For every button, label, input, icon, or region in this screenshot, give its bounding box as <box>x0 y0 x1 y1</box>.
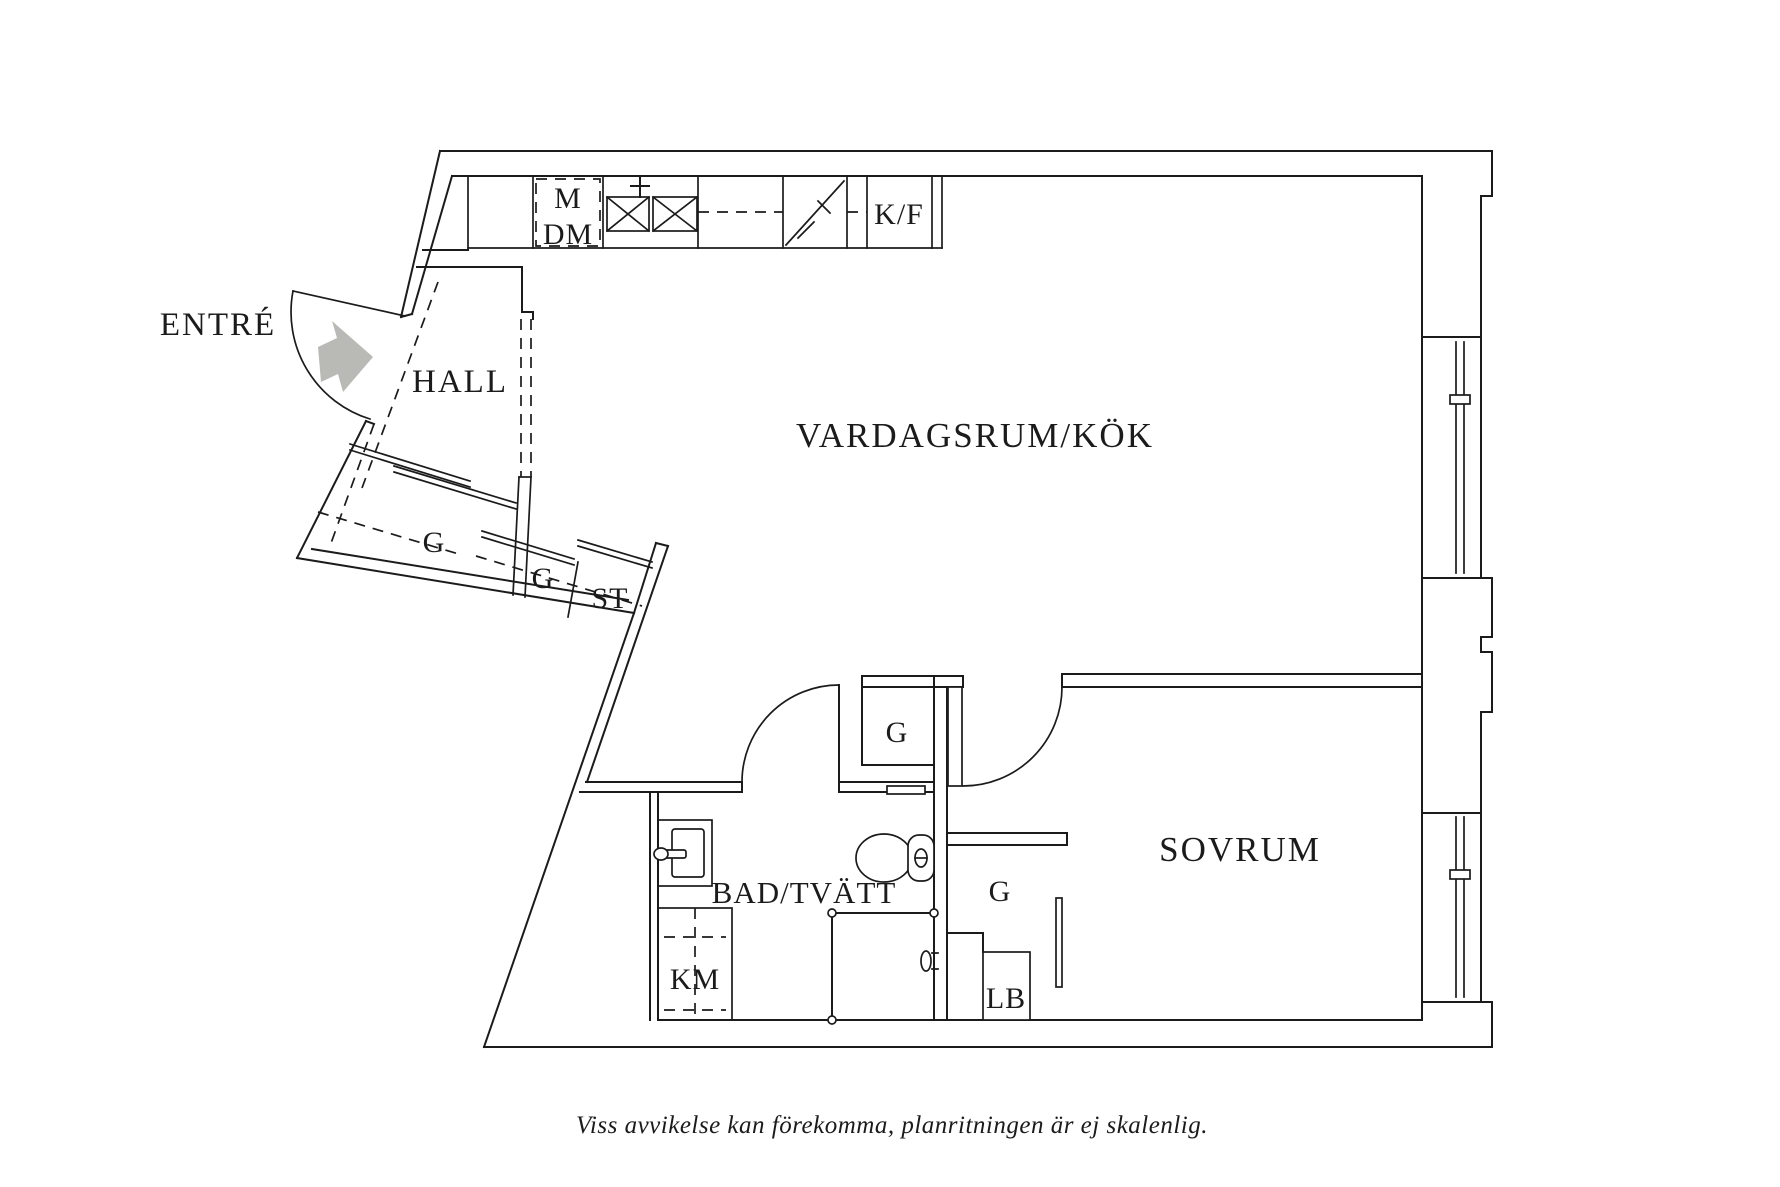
window-lower-icon <box>1449 816 1471 998</box>
label-entrance: ENTRÉ <box>160 306 276 343</box>
label-wardrobe-hall-2: G <box>532 562 555 595</box>
linen-cabinet-box <box>982 951 1031 1021</box>
bathroom-door <box>741 684 840 783</box>
sink-icon <box>653 819 713 887</box>
label-bath-laundry: BAD/TVÄTT <box>712 875 897 910</box>
toilet-icon <box>855 833 935 883</box>
label-cleaning-closet: ST <box>591 582 628 615</box>
wardrobe-rail <box>886 785 926 795</box>
label-wardrobe-bedroom: G <box>989 875 1012 908</box>
washing-machine-icon <box>657 907 733 1021</box>
label-bedroom: SOVRUM <box>1159 830 1321 869</box>
bedroom-wardrobe-rail <box>1055 897 1063 988</box>
label-wardrobe-hall: G <box>423 526 446 559</box>
entrance-door <box>290 289 407 421</box>
labels: ENTRÉ HALL VARDAGSRUM/KÖK SOVRUM BAD/TVÄ… <box>160 182 1321 1015</box>
label-washing-machine: KM <box>670 963 720 996</box>
hall-closets <box>317 281 654 607</box>
bedroom-door <box>947 686 1063 787</box>
shower-icon <box>827 908 939 1025</box>
label-linen-cabinet: LB <box>986 982 1026 1015</box>
kitchen-cabinets <box>467 175 943 249</box>
kitchen-sink-icon <box>605 177 699 233</box>
label-living-kitchen: VARDAGSRUM/KÖK <box>796 416 1154 455</box>
microwave-dishwasher-cabinet <box>535 178 601 247</box>
label-fridge-freezer: K/F <box>874 198 924 231</box>
window-upper-icon <box>1449 341 1471 574</box>
label-wardrobe-bath: G <box>886 716 909 749</box>
label-microwave: M <box>554 182 582 215</box>
bathroom-fixtures <box>653 819 939 1025</box>
entrance-arrow-icon <box>318 321 373 392</box>
label-hall: HALL <box>412 364 508 400</box>
footer-disclaimer: Viss avvikelse kan förekomma, planritnin… <box>576 1112 1208 1139</box>
stove-icon <box>784 179 846 247</box>
sliding-door-rails <box>348 442 654 570</box>
label-dishwasher: DM <box>543 218 593 251</box>
